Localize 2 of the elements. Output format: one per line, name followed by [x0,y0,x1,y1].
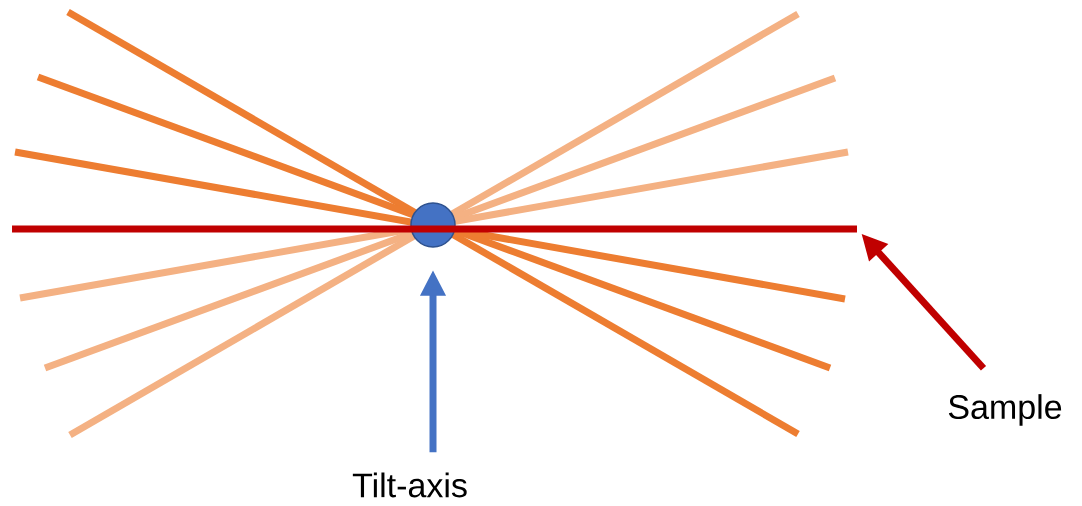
axis-label: Tilt-axis [352,472,467,498]
sample-label: Sample [948,394,1062,426]
